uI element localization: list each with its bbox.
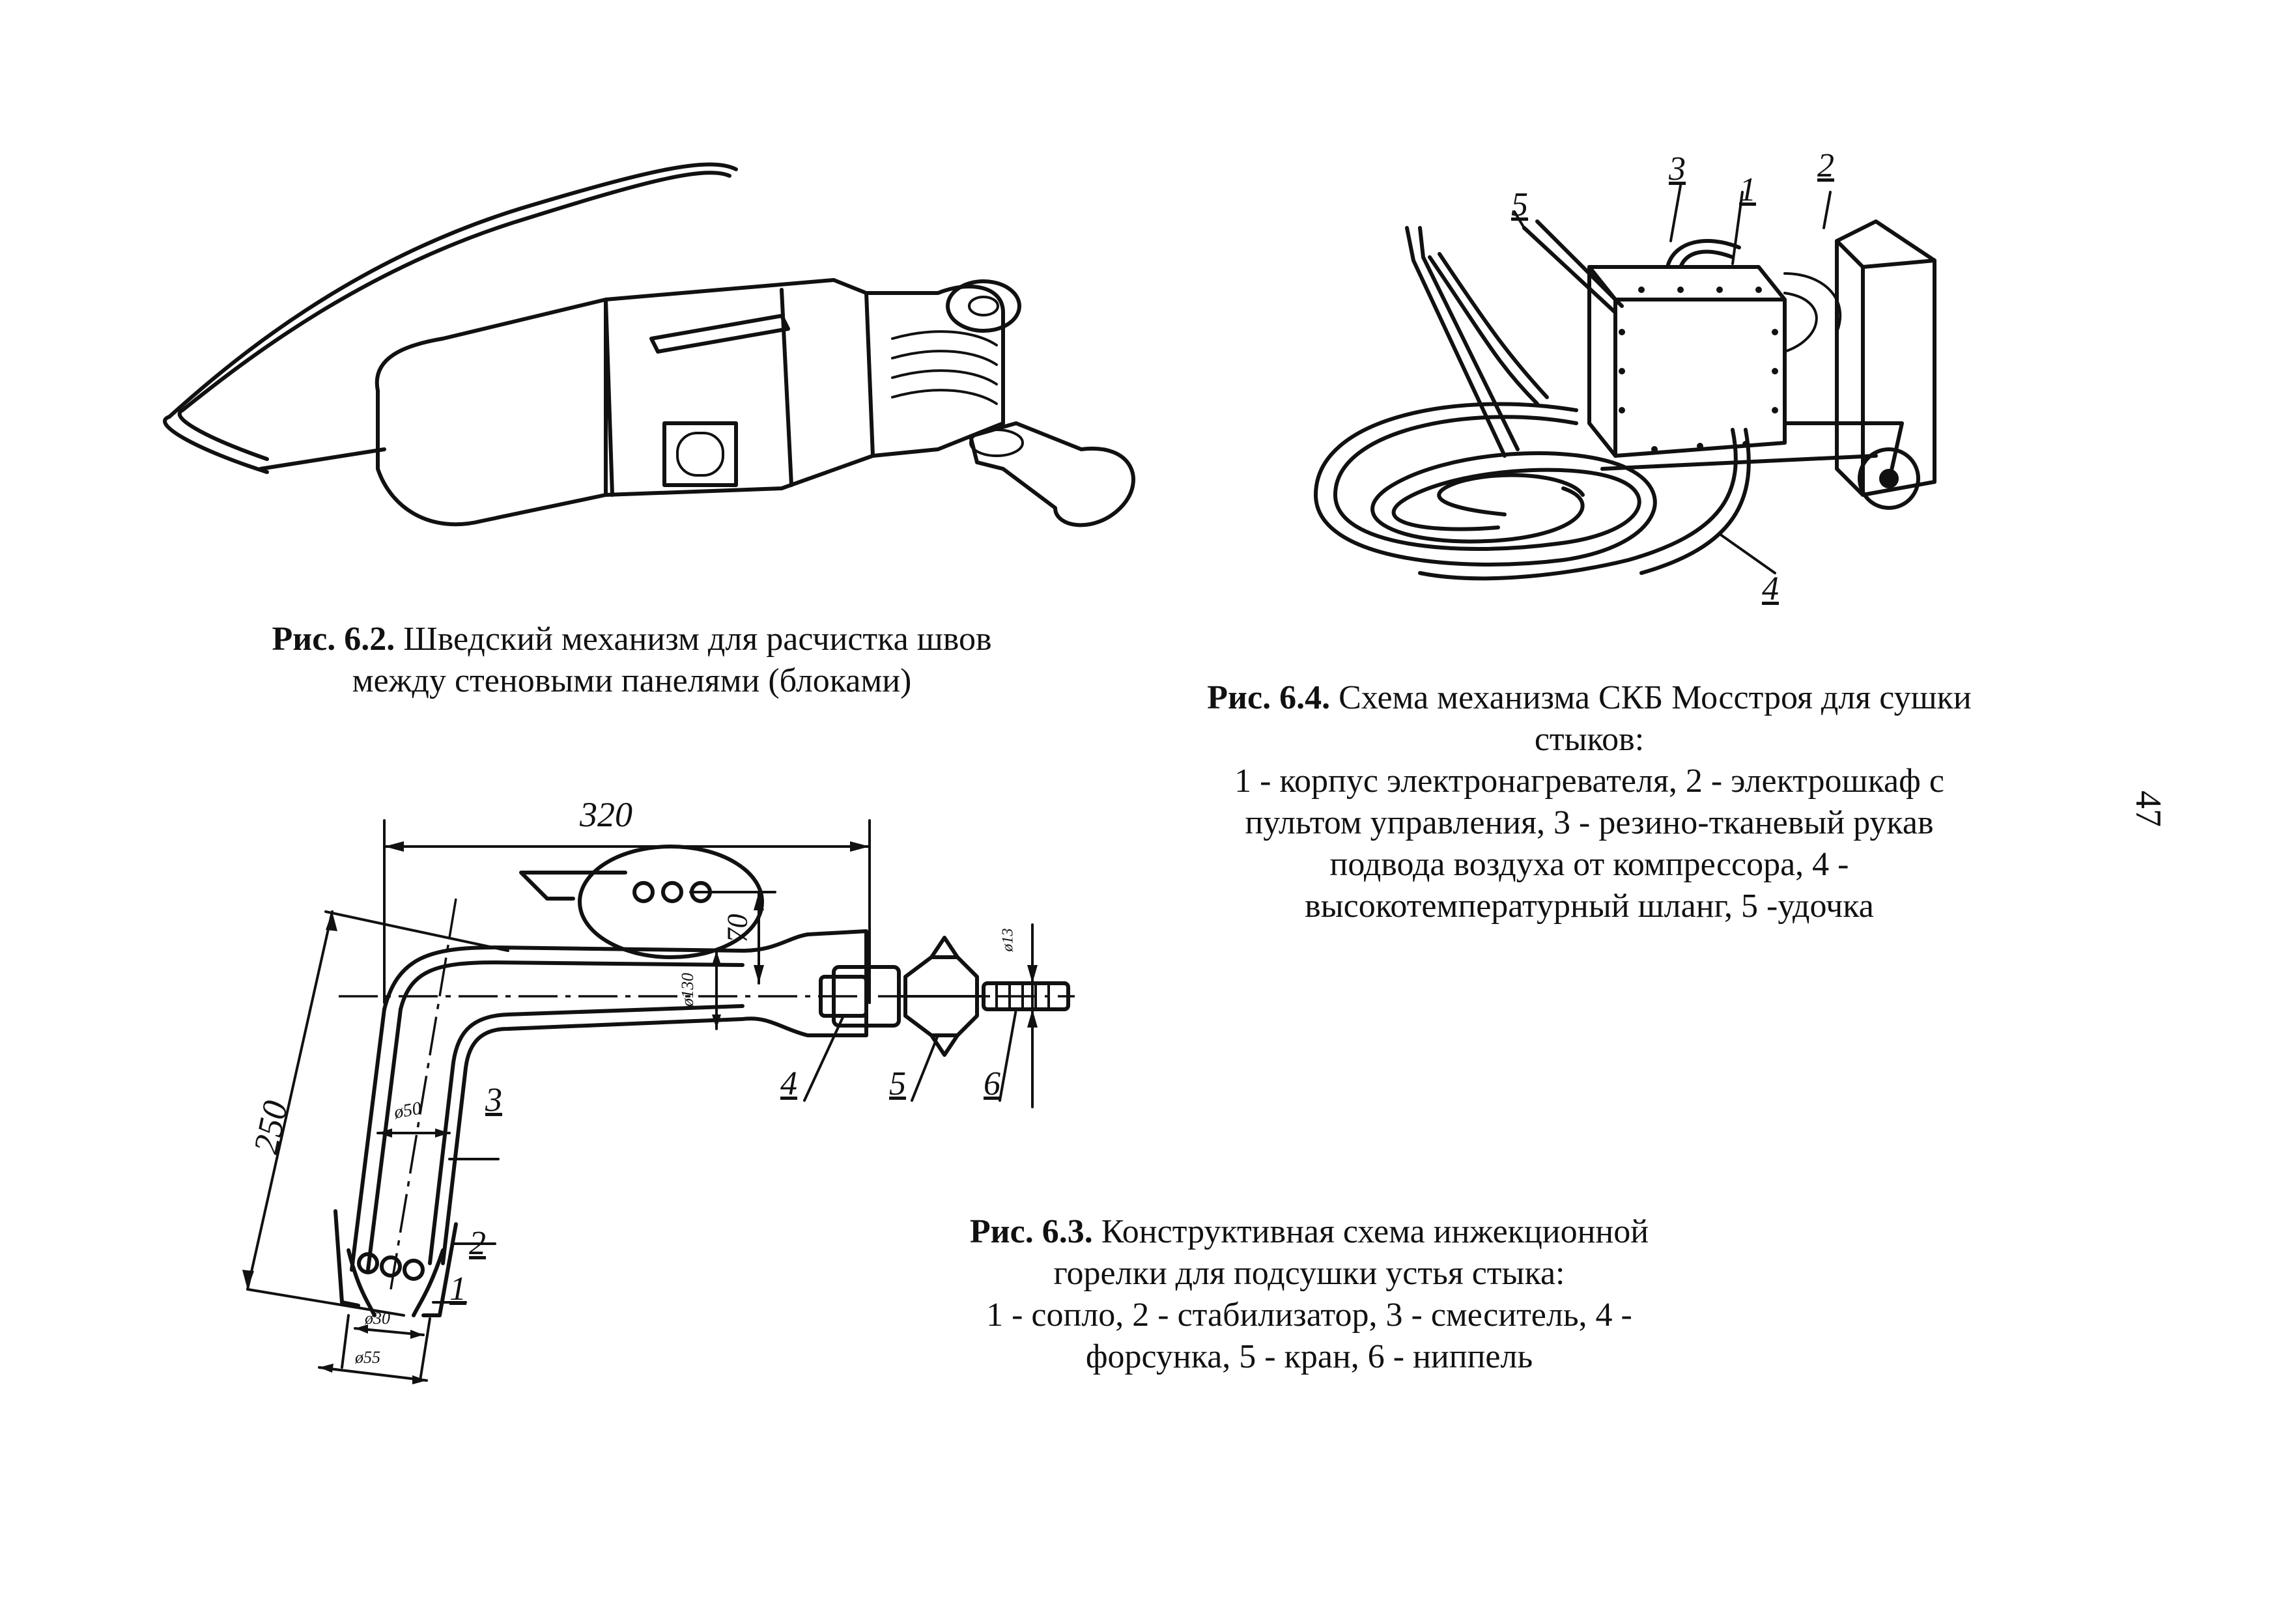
caption-line: подвода воздуха от компрессора, 4 - [1329, 846, 1849, 883]
part-label-3: 3 [1669, 150, 1686, 188]
figure-6-3-caption: Рис. 6.3. Конструктивная схема инжекцион… [886, 1211, 1733, 1378]
part-label-6: 6 [984, 1065, 1000, 1102]
part-label-1: 1 [449, 1270, 466, 1308]
bolt-dots [1619, 287, 1778, 453]
part-label-3: 3 [485, 1082, 502, 1119]
part-label-5: 5 [889, 1065, 906, 1102]
dimension-d55: ø55 [355, 1348, 380, 1367]
caption-line: форсунка, 5 - кран, 6 - ниппель [1085, 1338, 1533, 1375]
part-label-2: 2 [1817, 147, 1834, 184]
page-number: 47 [2128, 791, 2168, 827]
part-label-1: 1 [1739, 171, 1756, 208]
caption-line: между стеновыми панелями (блоками) [352, 662, 912, 699]
caption-label: Рис. 6.2. [272, 621, 395, 658]
caption-line: 1 - корпус электронагревателя, 2 - элект… [1234, 763, 1944, 800]
caption-line: Шведский механизм для расчистка швов [403, 621, 992, 658]
figure-6-4-caption: Рис. 6.4. Схема механизма СКБ Мосстроя д… [1133, 677, 2045, 927]
figure-6-2-drawing [156, 143, 1172, 560]
caption-line: Конструктивная схема инжекционной [1101, 1213, 1649, 1250]
part-label-2: 2 [469, 1225, 486, 1262]
figure-6-2-caption: Рис. 6.2. Шведский механизм для расчистк… [195, 619, 1068, 702]
dimension-d13: ø13 [999, 928, 1017, 952]
caption-line: 1 - сопло, 2 - стабилизатор, 3 - смесите… [986, 1296, 1632, 1334]
caption-line: стыков: [1534, 721, 1645, 758]
dimension-d130: ø130 [678, 973, 697, 1007]
dimension-320: 320 [580, 795, 632, 834]
caption-line: пультом управления, 3 - резино-тканевый … [1245, 804, 1934, 841]
figure-6-4-drawing [1290, 143, 1980, 625]
caption-line: высокотемпературный шланг, 5 -удочка [1305, 888, 1874, 925]
dimension-70: 70 [721, 914, 754, 943]
figure-6-3-drawing [234, 794, 1081, 1420]
part-label-4: 4 [780, 1065, 797, 1102]
part-label-4: 4 [1762, 570, 1779, 608]
dimension-d30: ø30 [365, 1309, 390, 1328]
part-label-5: 5 [1511, 186, 1528, 223]
caption-label: Рис. 6.4. [1207, 679, 1331, 716]
caption-label: Рис. 6.3. [969, 1213, 1093, 1250]
caption-line: горелки для подсушки устья стыка: [1053, 1255, 1565, 1292]
caption-line: Схема механизма СКБ Мосстроя для сушки [1339, 679, 1972, 716]
